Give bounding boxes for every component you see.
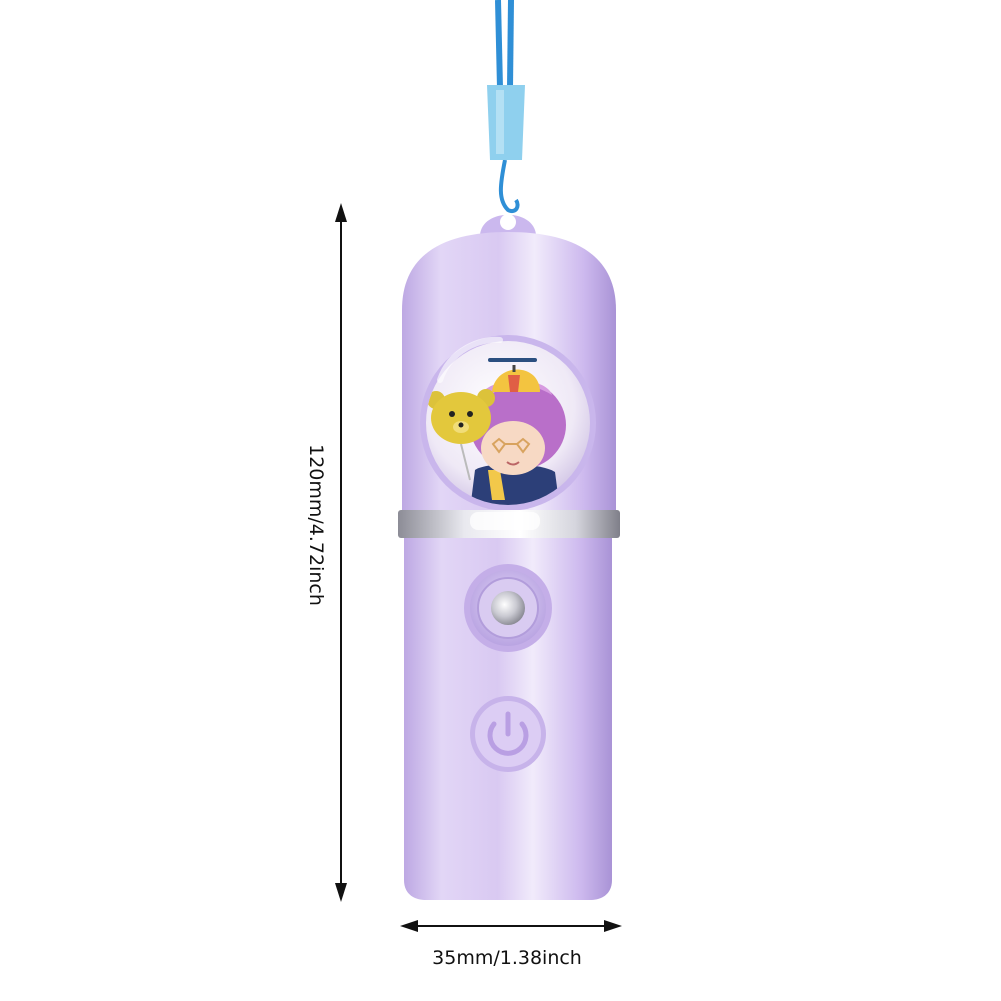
width-dimension-arrow xyxy=(400,920,622,932)
chrome-band xyxy=(398,510,620,538)
mist-nozzle-icon xyxy=(464,564,552,652)
power-button-icon xyxy=(487,711,529,756)
width-dimension-label: 35mm/1.38inch xyxy=(432,947,582,969)
lanyard-connector-icon xyxy=(487,85,525,160)
cartoon-window xyxy=(420,335,596,511)
power-button xyxy=(470,696,546,772)
hanging-loop xyxy=(480,214,536,235)
cartoon-girl-icon xyxy=(470,358,566,505)
lanyard-strap-icon xyxy=(495,0,520,213)
height-dimension-arrow xyxy=(335,203,347,902)
height-dimension-label: 120mm/4.72inch xyxy=(305,444,327,606)
cartoon-bear-icon xyxy=(427,389,495,481)
